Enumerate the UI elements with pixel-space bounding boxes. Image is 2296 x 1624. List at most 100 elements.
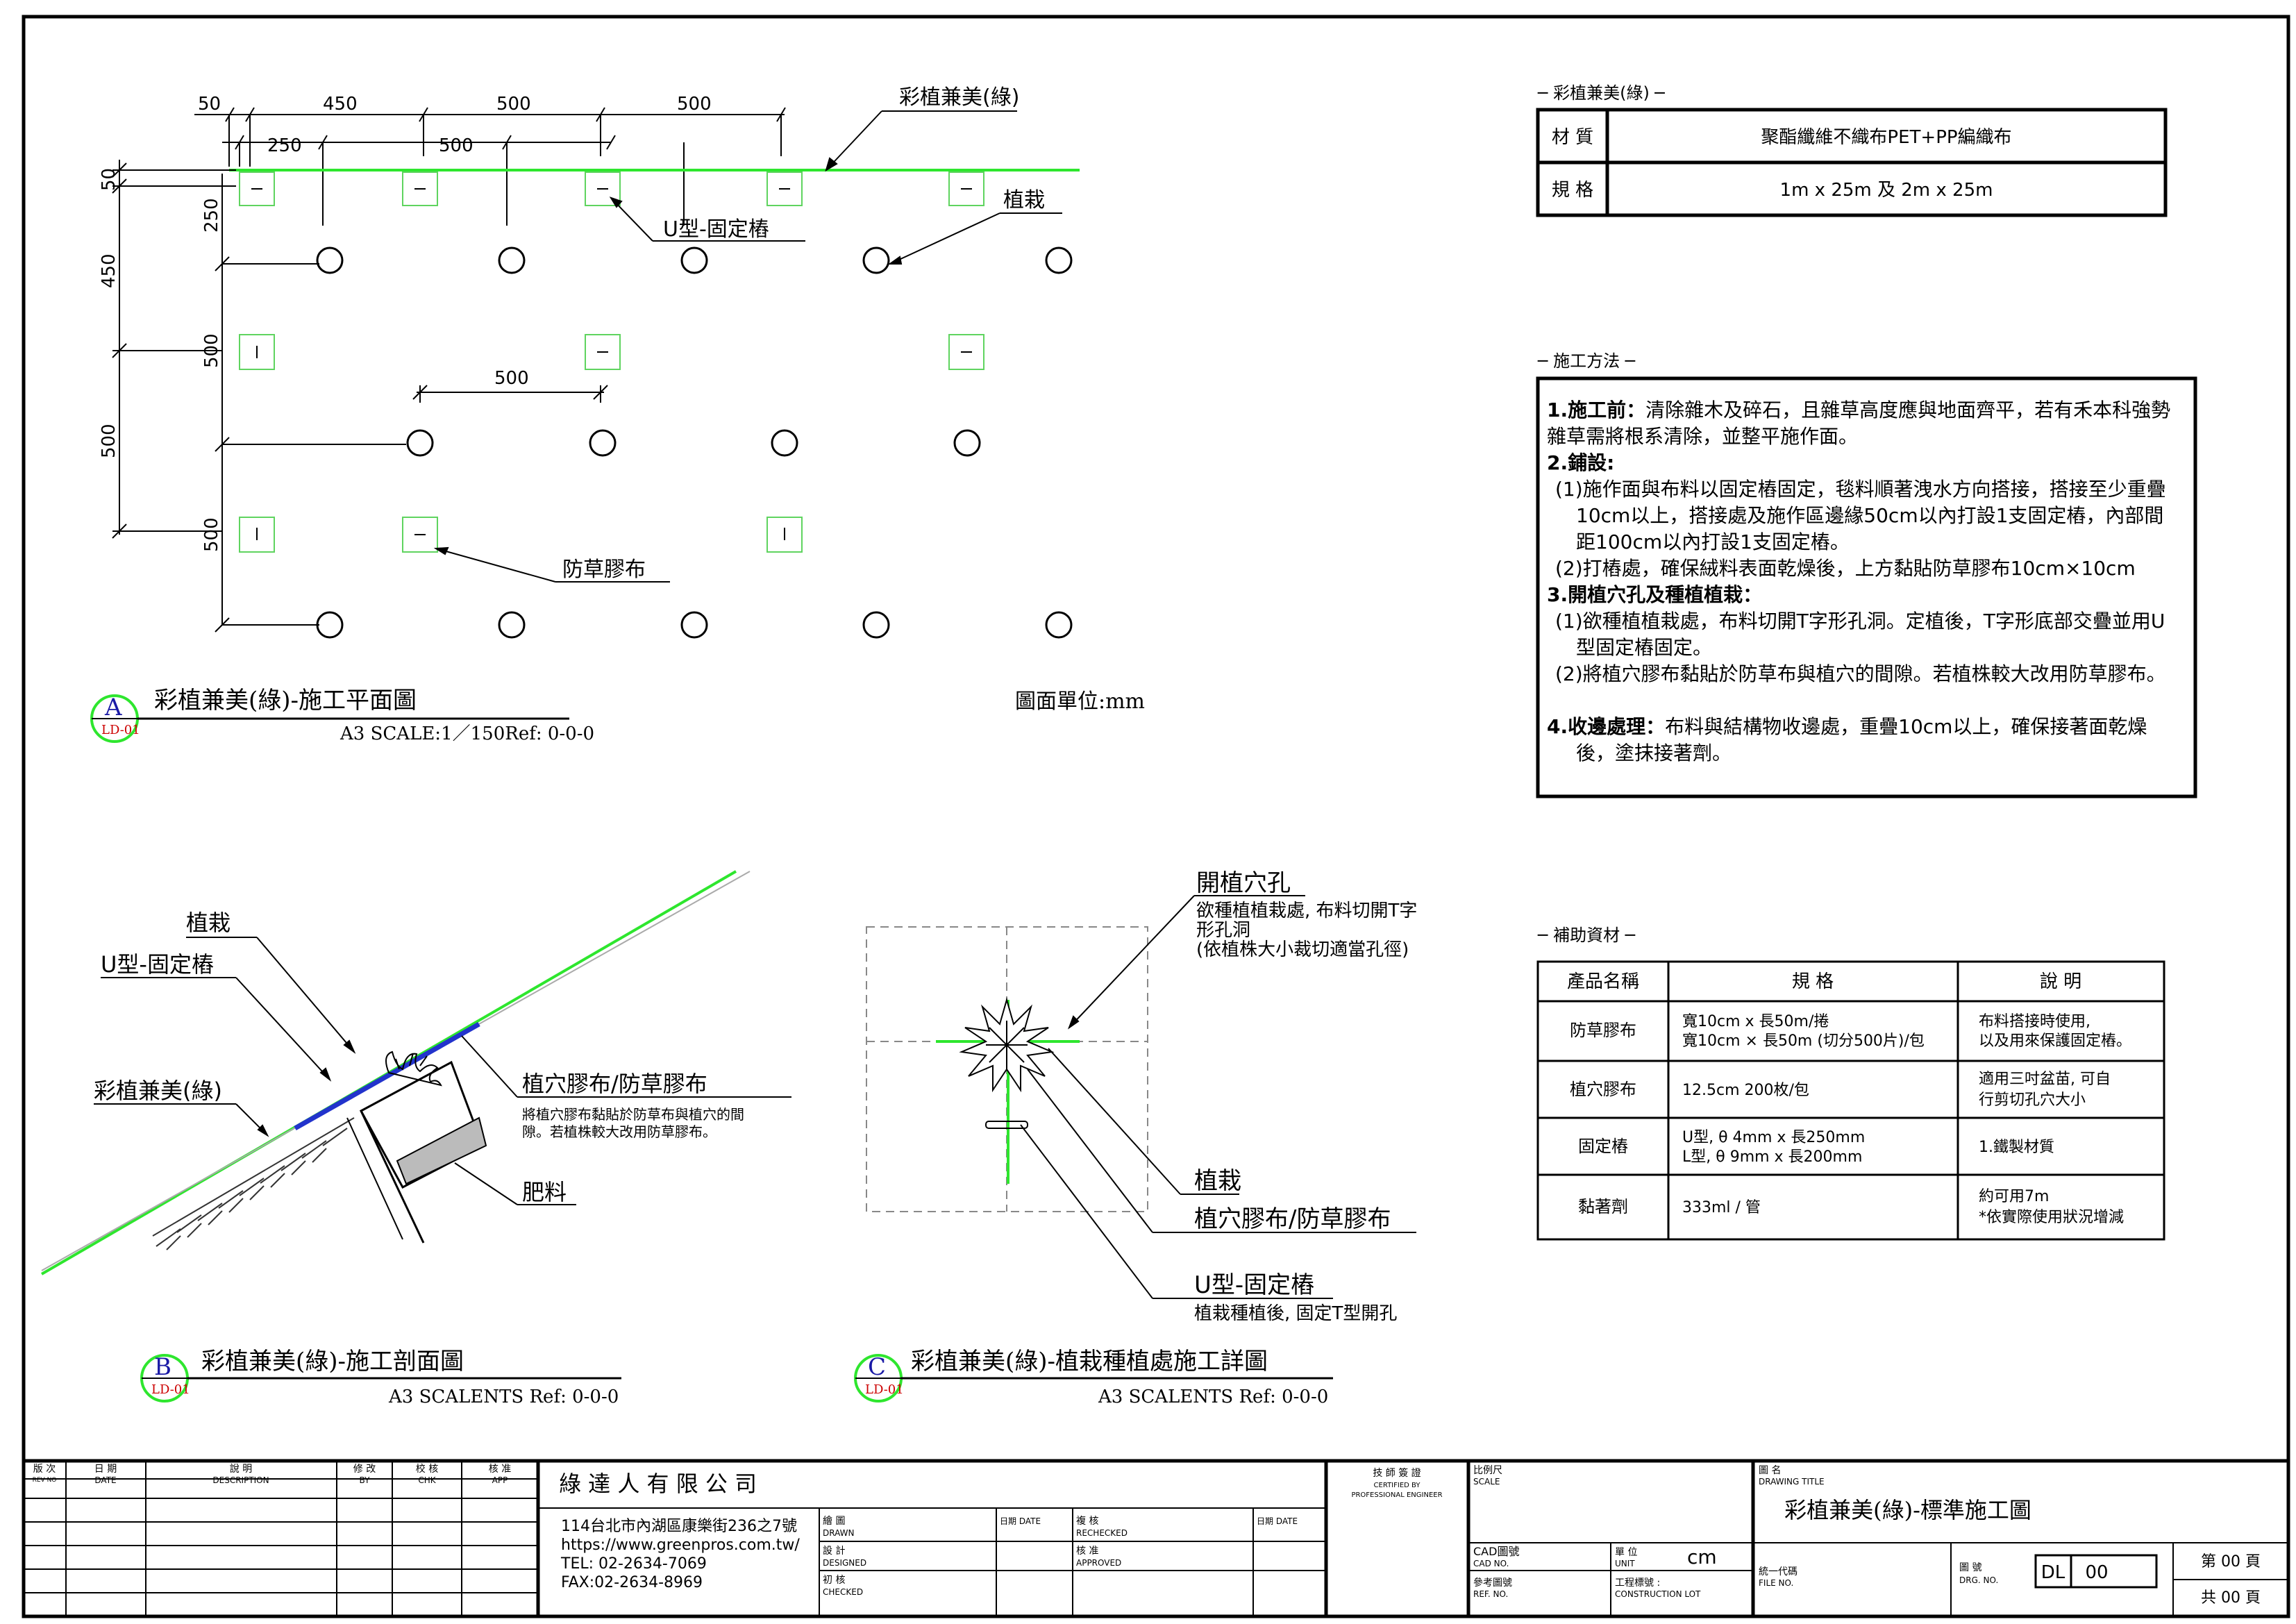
plan-dim-inner-500a: 500	[201, 333, 222, 368]
page-total: 共 00 頁	[2201, 1589, 2261, 1607]
spec-table: ─ 彩植兼美(綠) ─ 材 質 聚酯纖維不織布PET+PP編織布 規 格 1m …	[1536, 83, 2168, 217]
plant-hole	[316, 611, 344, 639]
plant-hole	[316, 246, 344, 274]
checked-label-en: CHECKED	[823, 1587, 863, 1597]
section-title-letter: B	[154, 1353, 171, 1381]
engineer-label-en2: PROFESSIONAL ENGINEER	[1351, 1491, 1442, 1499]
aux-table: ─ 補助資材 ─ 產品名稱 規 格 說 明 防草膠布 寬10cm x 長50m/…	[1536, 926, 2165, 1241]
aux-row-note: 1.鐵製材質	[1979, 1139, 2054, 1156]
spec-value-material: 聚酯纖維不織布PET+PP編織布	[1761, 127, 2011, 148]
company-website: https://www.greenpros.com.tw/	[561, 1537, 800, 1554]
fertilizer-zone	[396, 1116, 487, 1185]
rev-header-date: 日 期	[94, 1464, 117, 1475]
checked-label: 初 核	[823, 1574, 845, 1586]
rev-header-rev-en: REV NO	[33, 1477, 57, 1484]
plan-dim-mid-500: 500	[494, 368, 529, 389]
approved-label: 核 准	[1076, 1546, 1098, 1557]
aux-row-name: 防草膠布	[1570, 1021, 1636, 1040]
plan-title-text: 彩植兼美(綠)-施工平面圖	[154, 687, 417, 714]
drawing-title-label-en: DRAWING TITLE	[1759, 1477, 1825, 1487]
rechecked-label-en: RECHECKED	[1076, 1528, 1128, 1538]
method-line: 後，塗抹接著劑。	[1576, 742, 1732, 764]
aux-row-note: 行剪切孔穴大小	[1979, 1091, 2086, 1109]
section-drawing: 植栽 U型-固定樁 彩植兼美(綠) 植穴膠布/防草膠布 將植穴膠布黏貼於防草布與…	[40, 870, 791, 1407]
detail-title-letter: C	[868, 1353, 886, 1381]
plant-hole	[1045, 246, 1073, 274]
rev-header-chk: 校 核	[416, 1463, 438, 1475]
detail-label-plant: 植栽	[1194, 1167, 1241, 1195]
soil-hatch	[152, 1117, 355, 1250]
rev-header-rev: 版 次	[33, 1464, 56, 1475]
file-label: 統一代碼	[1759, 1566, 1798, 1577]
method-line: 2.鋪設:	[1547, 451, 1614, 474]
spec-heading: ─ 彩植兼美(綠) ─	[1537, 83, 1665, 103]
detail-drawing: 開植穴孔 欲種植植栽處, 布料切開T字 形孔洞 (依植株大小裁切適當孔徑) 植栽…	[854, 869, 1417, 1407]
detail-title-block: C LD-01 彩植兼美(綠)-植栽種植處施工詳圖 A3 SCALENTS Re…	[854, 1348, 1333, 1407]
rechecked-label: 複 核	[1076, 1515, 1098, 1527]
detail-plant	[959, 997, 1055, 1093]
company-name: 綠 達 人 有 限 公 司	[559, 1471, 757, 1497]
designed-label: 設 計	[823, 1546, 845, 1557]
aux-row-note: 以及用來保護固定樁。	[1979, 1032, 2131, 1050]
plan-dim-inner-250: 250	[201, 198, 222, 233]
plan-dim-left-500: 500	[99, 424, 119, 458]
lot-label-en: CONSTRUCTION LOT	[1615, 1589, 1701, 1599]
title-block: 版 次 REV NO 日 期 DATE 說 明 DESCRIPTION 修 改 …	[24, 1461, 2288, 1616]
plan-dim-second-250: 250	[267, 135, 302, 156]
aux-row-spec: 12.5cm 200枚/包	[1682, 1082, 1809, 1099]
drawn-label: 繪 圖	[823, 1515, 845, 1527]
method-line: 距100cm以內打設1支固定樁。	[1576, 530, 1850, 553]
unit-label: 單 位	[1615, 1547, 1637, 1558]
plan-drawing: 50 450 500 500 250 500 50 450 500	[90, 85, 1145, 744]
rev-header-app-en: APP	[492, 1475, 508, 1485]
detail-hole-note-3: (依植株大小裁切適當孔徑)	[1196, 939, 1409, 960]
ref-label-en: REF. NO.	[1473, 1589, 1508, 1599]
date-label: 日期 DATE	[1000, 1516, 1041, 1526]
aux-row-spec: U型, θ 4mm x 長250mm	[1682, 1129, 1865, 1146]
plant-hole	[680, 246, 708, 274]
rev-header-by-en: BY	[360, 1475, 371, 1485]
plan-dim-second-500: 500	[439, 135, 474, 156]
aux-row-note: 約可用7m	[1979, 1188, 2049, 1205]
drawing-title-label: 圖 名	[1759, 1465, 1781, 1476]
plant-hole	[680, 611, 708, 639]
section-label-product: 彩植兼美(綠)	[94, 1078, 222, 1104]
unit-label-en: UNIT	[1615, 1559, 1635, 1568]
aux-header-note: 說 明	[2040, 971, 2081, 992]
revision-table: 版 次 REV NO 日 期 DATE 說 明 DESCRIPTION 修 改 …	[24, 1461, 540, 1616]
plan-stake-tapes	[239, 171, 984, 553]
plant-hole	[589, 429, 617, 457]
sheet-border	[22, 15, 2290, 1618]
aux-header-spec: 規 格	[1792, 971, 1834, 992]
section-stake	[360, 1110, 425, 1244]
plan-dim-inner-500b: 500	[201, 517, 222, 552]
cad-label: CAD圖號	[1473, 1545, 1519, 1558]
rev-header-desc: 說 明	[230, 1463, 252, 1475]
method-line: 4.收邊處理：布料與結構物收邊處，重疊10cm以上，確保接著面乾燥	[1547, 715, 2147, 738]
plan-label-ustake: U型-固定樁	[663, 217, 769, 242]
engineer-label-en1: CERTIFIED BY	[1374, 1482, 1421, 1489]
section-title-text: 彩植兼美(綠)-施工剖面圖	[201, 1348, 464, 1375]
engineer-label: 技 師 簽 證	[1373, 1467, 1421, 1479]
rev-header-date-en: DATE	[94, 1475, 116, 1485]
plan-dim-top-450: 450	[323, 94, 358, 115]
plan-title-scale: A3 SCALE:1／150Ref: 0-0-0	[340, 723, 594, 744]
rev-header-desc-en: DESCRIPTION	[212, 1475, 269, 1485]
detail-title-sheet: LD-01	[865, 1382, 904, 1397]
aux-row-spec: 寬10cm x 長50m/捲	[1682, 1013, 1829, 1030]
plant-hole	[498, 246, 526, 274]
aux-row-name: 黏著劑	[1578, 1197, 1628, 1216]
method-box: ─ 施工方法 ─ 1.施工前：清除雜木及碎石，且雜草高度應與地面齊平，若有禾本科…	[1536, 351, 2197, 798]
stake-tape	[402, 171, 438, 206]
scale-label: 比例尺	[1473, 1465, 1502, 1476]
section-label-plant: 植栽	[186, 910, 231, 936]
aux-row-name: 固定樁	[1578, 1137, 1628, 1156]
plan-label-plant: 植栽	[1003, 188, 1045, 212]
plan-dim-top-500a: 500	[496, 94, 531, 115]
spec-value-size: 1m x 25m 及 2m x 25m	[1780, 180, 1993, 201]
approved-label-en: APPROVED	[1076, 1558, 1121, 1568]
drg-number: 00	[2085, 1562, 2108, 1583]
aux-row-name: 植穴膠布	[1570, 1080, 1636, 1099]
company-tel: TEL: 02-2634-7069	[560, 1555, 707, 1573]
detail-label-tape: 植穴膠布/防草膠布	[1194, 1205, 1391, 1233]
